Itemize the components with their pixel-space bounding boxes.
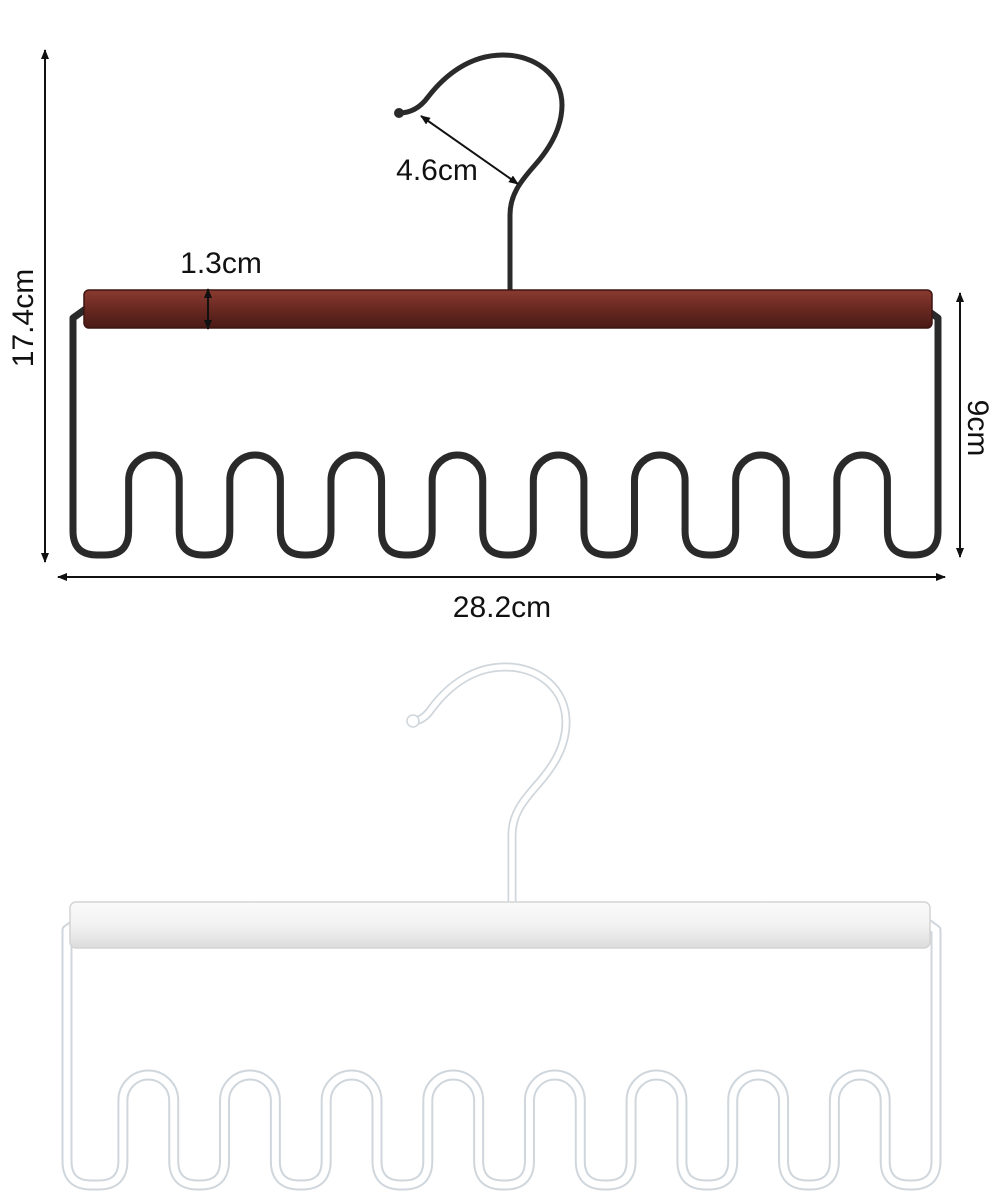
hook-opening-dim-line [420,115,519,185]
height-label: 17.4cm [7,269,40,367]
width-label: 28.2cm [453,591,551,624]
hook-tip-white [406,714,420,728]
wire-frame-white [63,916,940,1189]
bar-walnut-edge [83,289,933,329]
wire-frame-white-outline [61,914,942,1191]
bar-white [69,901,931,949]
hook-tip-dark [394,108,404,118]
hook-opening-label: 4.6cm [396,154,478,187]
hanger-dark [69,52,942,559]
hook-dark [396,52,565,295]
hook-white [410,664,569,915]
bar-walnut [84,290,932,328]
dimension-lines [41,49,964,581]
hanger-white [61,662,942,1191]
wire-frame-dark [69,304,942,559]
bar-thickness-label: 1.3cm [180,247,262,280]
loop-depth-label: 9cm [961,400,994,457]
